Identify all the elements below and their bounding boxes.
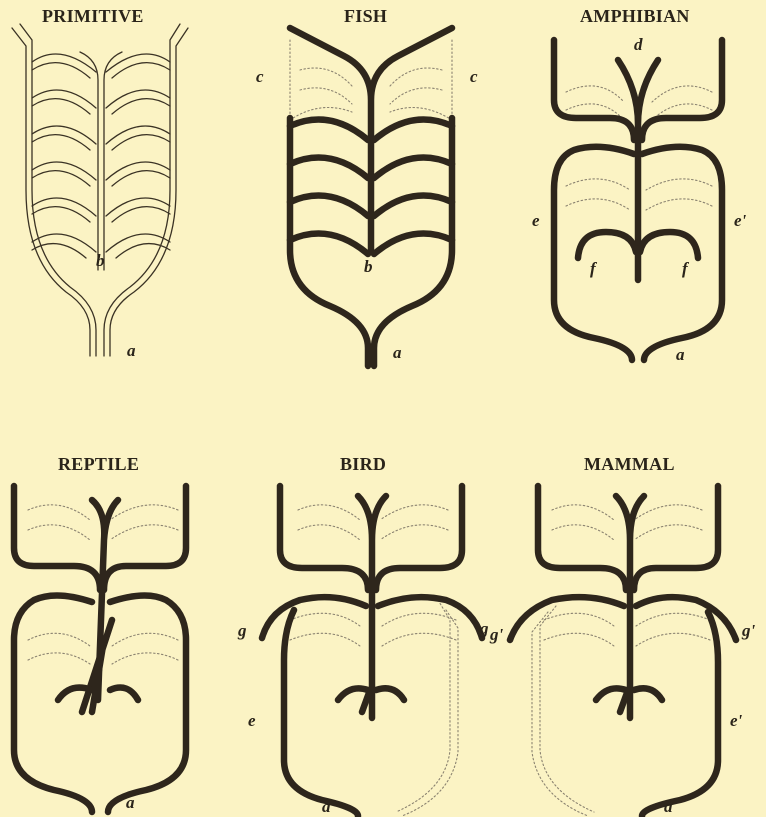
primitive-arch-diagram bbox=[12, 24, 188, 356]
label-f-right: f bbox=[682, 259, 690, 278]
label-b: b bbox=[364, 257, 373, 276]
label-e-right: e' bbox=[734, 211, 747, 230]
mammal-arch-diagram bbox=[510, 486, 736, 816]
panel-title-bird: BIRD bbox=[340, 454, 386, 474]
panel-primitive: PRIMITIVE b a bbox=[12, 6, 188, 360]
label-g-right: g' bbox=[741, 621, 756, 640]
label-b: b bbox=[96, 251, 105, 270]
amphibian-arch-diagram bbox=[554, 40, 722, 360]
label-g-right: g' bbox=[489, 625, 504, 644]
label-a: a bbox=[393, 343, 402, 362]
label-f-left: f bbox=[590, 259, 598, 278]
label-e-right: e' bbox=[730, 711, 743, 730]
reptile-arch-diagram bbox=[14, 486, 186, 812]
panel-title-amphibian: AMPHIBIAN bbox=[580, 6, 690, 26]
label-a: a bbox=[664, 797, 673, 816]
label-a: a bbox=[127, 341, 136, 360]
label-c-left: c bbox=[256, 67, 264, 86]
label-d: d bbox=[634, 35, 643, 54]
panel-reptile: REPTILE a bbox=[14, 454, 186, 812]
bird-arch-diagram bbox=[262, 486, 482, 816]
label-g-left: g bbox=[479, 619, 489, 638]
label-a: a bbox=[676, 345, 685, 364]
label-e-left: e bbox=[532, 211, 540, 230]
panel-title-primitive: PRIMITIVE bbox=[42, 6, 144, 26]
label-a: a bbox=[322, 797, 331, 816]
label-g-left: g bbox=[237, 621, 247, 640]
panel-amphibian: AMPHIBIAN d e e' f f a bbox=[532, 6, 747, 364]
panel-fish: FISH c c b a bbox=[256, 6, 478, 366]
panel-title-mammal: MAMMAL bbox=[584, 454, 675, 474]
panel-title-fish: FISH bbox=[344, 6, 387, 26]
fish-arch-diagram bbox=[290, 28, 452, 366]
label-a: a bbox=[126, 793, 135, 812]
label-e: e bbox=[248, 711, 256, 730]
panel-bird: BIRD g g' e a bbox=[237, 454, 504, 816]
panel-title-reptile: REPTILE bbox=[58, 454, 139, 474]
label-c-right: c bbox=[470, 67, 478, 86]
panel-mammal: MAMMAL g g' e' a bbox=[479, 454, 756, 816]
